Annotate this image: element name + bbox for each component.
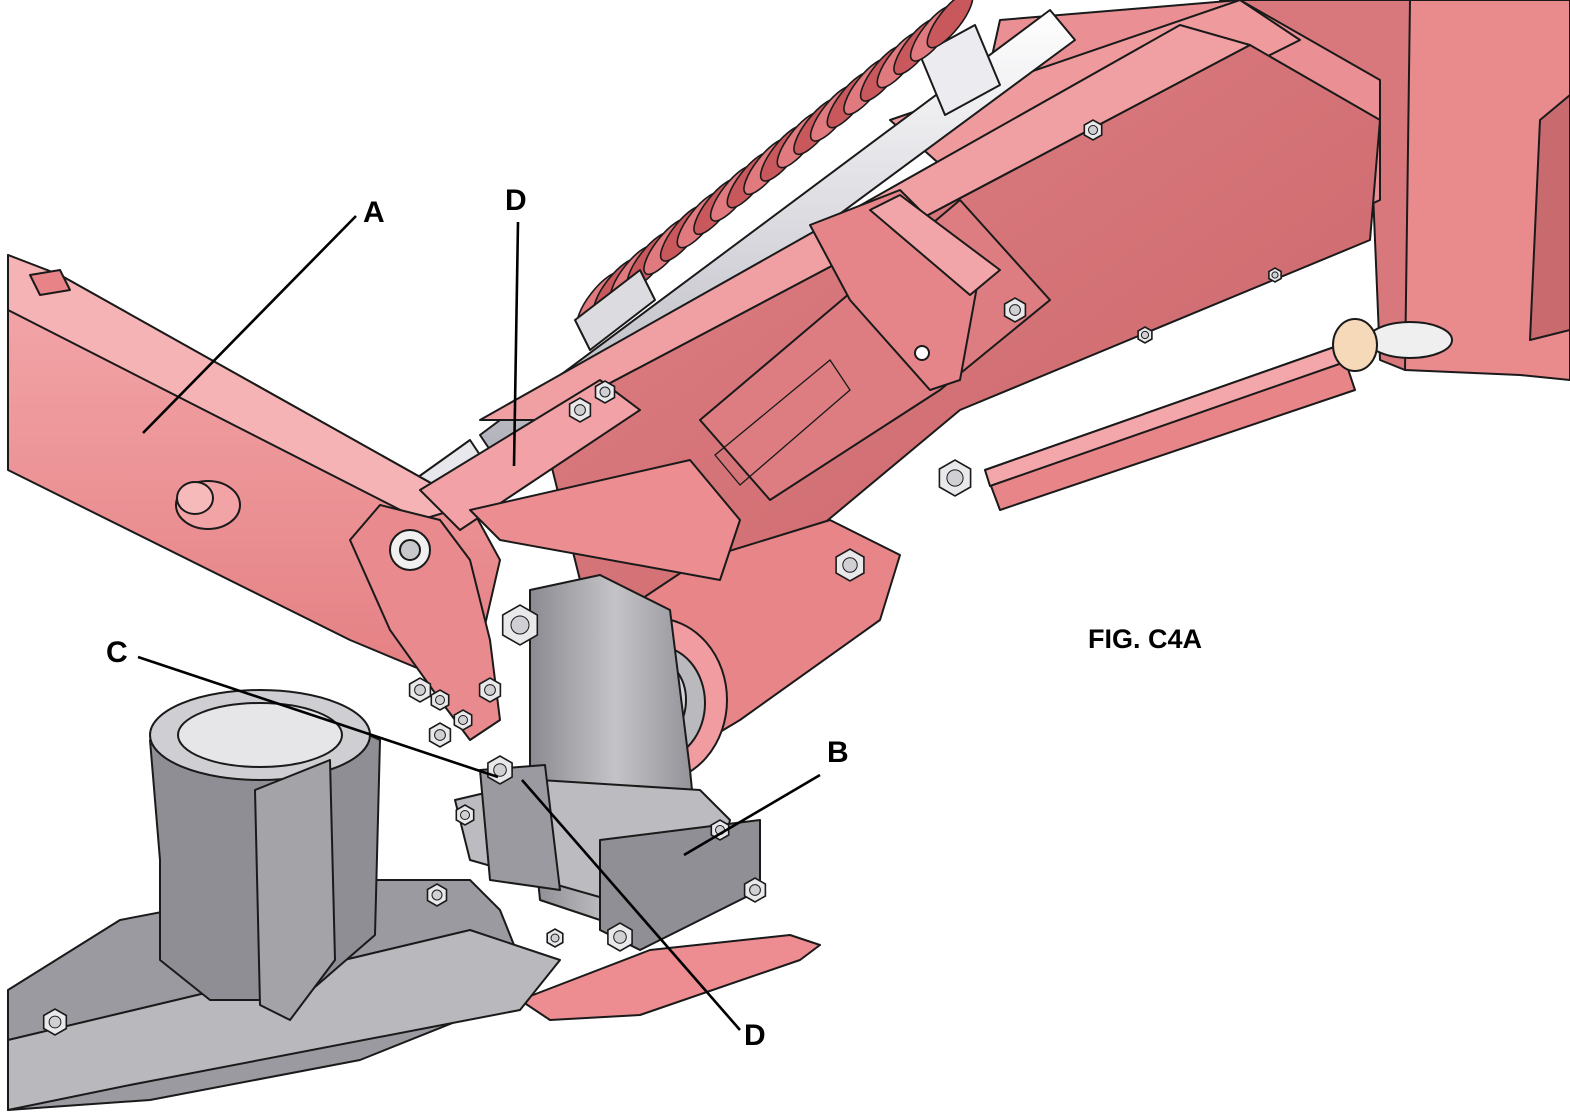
leader-lines [137,215,821,1031]
gearbox-casting [454,574,761,951]
bolt-center [574,404,586,416]
callout-c: C [106,636,128,669]
bolt-center [510,615,530,635]
callout-a: A [363,196,385,229]
bolt-center [599,386,611,398]
callout-d-bottom: D [744,1019,766,1052]
bolt-center [460,810,470,820]
bolt-center [613,930,627,944]
bolt-center [414,684,426,696]
bolt-center [550,933,560,943]
bolt-center [493,763,507,777]
bolt-center [48,1015,62,1029]
figure-label: FIG. C4A [1088,624,1202,654]
main-beam [479,24,1381,641]
leader-c [137,655,499,779]
clevis-joint [349,379,741,741]
callout-d-top: D [505,184,527,217]
bolt-center [484,684,496,696]
leader-d-top [512,221,520,467]
bolt-center [842,557,858,573]
lift-link [984,318,1453,511]
leader-b [683,773,821,857]
bolt-center [1140,330,1150,340]
bolt-center [435,695,445,705]
bolt-center [1088,125,1098,135]
bolt-center [946,469,964,487]
bolt-center [431,889,443,901]
skid-shoe [519,934,821,1021]
cutter-drum [7,689,561,1111]
bolt-center [1009,304,1021,316]
leader-d-bottom [521,779,741,1031]
bolt-center [1271,271,1279,279]
fasteners [42,119,1282,1036]
bolt-center [749,884,761,896]
spring-coil [926,0,974,49]
bolt-center [434,729,446,741]
callout-b: B [827,736,849,769]
leader-a [142,215,357,434]
bolt-center [458,715,468,725]
